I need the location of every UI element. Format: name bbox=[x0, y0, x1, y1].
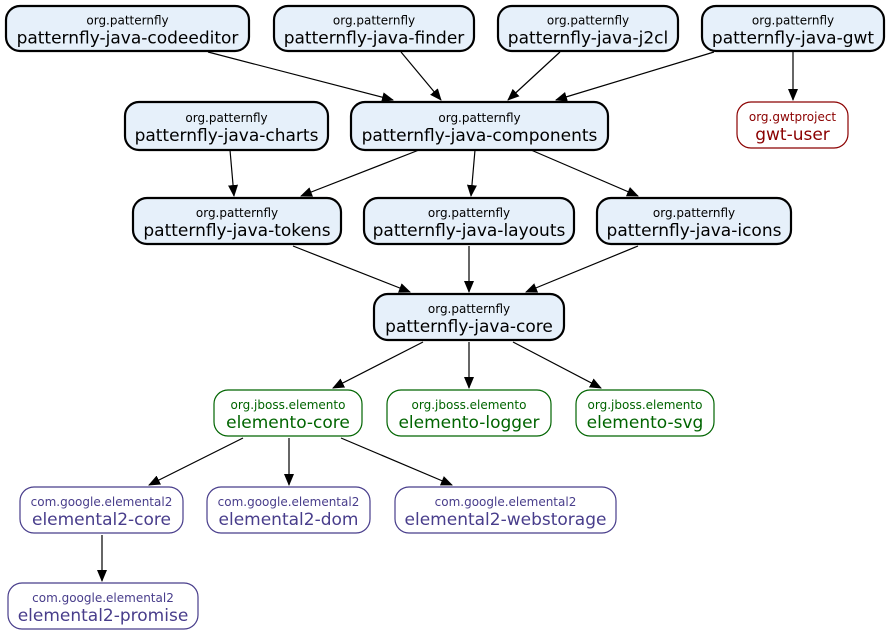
edge-components-to-icons bbox=[530, 149, 639, 197]
node-group-id: org.jboss.elemento bbox=[588, 398, 703, 412]
node-box bbox=[4, 4, 251, 53]
node-group-id: org.patternfly bbox=[653, 206, 735, 220]
node-box bbox=[394, 486, 617, 534]
node-artifact-id: patternfly-java-j2cl bbox=[508, 29, 668, 49]
node-box bbox=[213, 389, 363, 437]
node-artifact-id: patternfly-java-components bbox=[362, 126, 598, 146]
node-artifact-id: elemento-svg bbox=[587, 413, 704, 433]
edge-components-to-tokens bbox=[300, 149, 420, 197]
edges-layer bbox=[97, 51, 798, 582]
node-group-id: org.patternfly bbox=[752, 14, 834, 28]
edge-elcore-to-e2core bbox=[148, 437, 244, 486]
edge-gwt-to-components bbox=[555, 51, 715, 102]
edge-j2cl-to-components bbox=[507, 51, 561, 101]
node-artifact-id: elemento-logger bbox=[398, 413, 539, 433]
node-box bbox=[206, 486, 371, 534]
edge-tokens-to-core bbox=[292, 245, 411, 293]
node-group-id: org.patternfly bbox=[333, 14, 415, 28]
edge-components-to-layouts bbox=[466, 149, 477, 197]
node-artifact-id: patternfly-java-core bbox=[385, 317, 553, 337]
node-box bbox=[575, 389, 715, 437]
node-artifact-id: patternfly-java-charts bbox=[135, 126, 319, 146]
edge-icons-to-core bbox=[525, 245, 639, 293]
nodes-layer: org.patternflypatternfly-java-codeeditor… bbox=[4, 4, 886, 630]
node-group-id: org.patternfly bbox=[185, 111, 267, 125]
node-box bbox=[362, 196, 576, 246]
node-box bbox=[496, 4, 680, 53]
node-box bbox=[595, 196, 793, 246]
node-artifact-id: elemental2-webstorage bbox=[405, 510, 607, 530]
node-box bbox=[272, 4, 476, 53]
node-artifact-id: patternfly-java-gwt bbox=[712, 29, 875, 49]
node-artifact-id: patternfly-java-tokens bbox=[143, 221, 330, 241]
node-box bbox=[7, 582, 199, 630]
node-group-id: org.jboss.elemento bbox=[231, 398, 346, 412]
node-artifact-id: patternfly-java-finder bbox=[284, 29, 465, 49]
edge-elcore-to-e2ws bbox=[340, 437, 453, 486]
node-box bbox=[349, 100, 610, 152]
node-group-id: org.jboss.elemento bbox=[412, 398, 527, 412]
node-e2ws: com.google.elemental2elemental2-webstora… bbox=[394, 486, 617, 534]
node-group-id: org.patternfly bbox=[428, 206, 510, 220]
node-box bbox=[131, 196, 343, 246]
node-artifact-id: patternfly-java-codeeditor bbox=[17, 29, 239, 49]
node-group-id: org.patternfly bbox=[86, 14, 168, 28]
edge-codeeditor-to-components bbox=[207, 51, 394, 103]
node-group-id: com.google.elemental2 bbox=[218, 495, 360, 509]
edge-finder-to-components bbox=[400, 51, 442, 101]
edge-charts-to-tokens bbox=[228, 149, 239, 197]
edge-core-to-elcore bbox=[332, 341, 424, 389]
node-group-id: com.google.elemental2 bbox=[435, 495, 577, 509]
node-group-id: org.patternfly bbox=[547, 14, 629, 28]
edge-core-to-elsvg bbox=[512, 341, 602, 389]
node-group-id: com.google.elemental2 bbox=[31, 495, 173, 509]
node-box bbox=[372, 292, 566, 342]
node-artifact-id: elemental2-core bbox=[32, 510, 171, 530]
node-group-id: com.google.elemental2 bbox=[32, 591, 174, 605]
node-artifact-id: patternfly-java-icons bbox=[607, 221, 782, 241]
node-box bbox=[386, 389, 552, 437]
node-box bbox=[19, 486, 184, 534]
node-artifact-id: patternfly-java-layouts bbox=[373, 221, 566, 241]
node-box bbox=[123, 100, 330, 152]
node-group-id: org.patternfly bbox=[438, 111, 520, 125]
node-artifact-id: elemental2-dom bbox=[219, 510, 359, 530]
node-group-id: org.patternfly bbox=[196, 206, 278, 220]
node-box bbox=[736, 101, 849, 149]
node-box bbox=[700, 4, 886, 53]
node-artifact-id: gwt-user bbox=[755, 125, 830, 145]
node-group-id: org.patternfly bbox=[428, 302, 510, 316]
node-artifact-id: elemental2-promise bbox=[18, 606, 189, 626]
node-artifact-id: elemento-core bbox=[226, 413, 350, 433]
node-group-id: org.gwtproject bbox=[749, 110, 837, 124]
